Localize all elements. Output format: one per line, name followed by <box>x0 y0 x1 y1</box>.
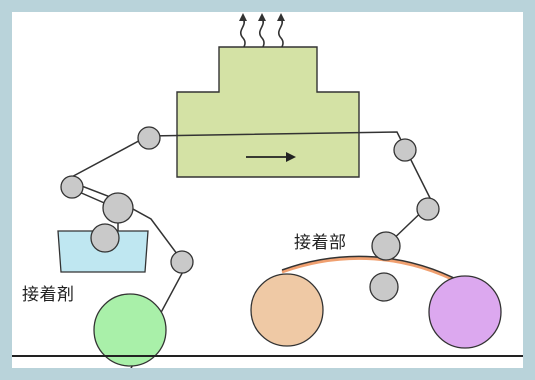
flow-arrow-icon <box>286 152 296 162</box>
bonding-section-label: 接着部 <box>294 233 347 253</box>
roller-left-4 <box>90 223 120 253</box>
supply-roll-green <box>93 293 167 367</box>
roller-left-2 <box>60 175 84 199</box>
roller-right-2 <box>416 197 440 221</box>
lower-film-line <box>281 255 463 283</box>
bonded-film <box>281 256 463 286</box>
diagram-canvas: 接着剤 接着部 <box>12 12 523 368</box>
roller-bond-bottom <box>369 272 399 302</box>
roller-right-1 <box>393 138 417 162</box>
vapor-arrowheads <box>239 13 285 21</box>
supply-roll-tan <box>250 273 324 347</box>
guide-rollers <box>60 126 440 302</box>
laminating-process-diagram <box>12 13 523 368</box>
roller-bath-right <box>170 250 194 274</box>
roller-bond-top <box>371 231 401 261</box>
dryer-chamber <box>176 46 360 178</box>
takeup-roll-purple <box>428 275 502 349</box>
roller-left-3 <box>102 192 134 224</box>
roller-left-1 <box>137 126 161 150</box>
adhesive-label: 接着剤 <box>22 285 75 305</box>
